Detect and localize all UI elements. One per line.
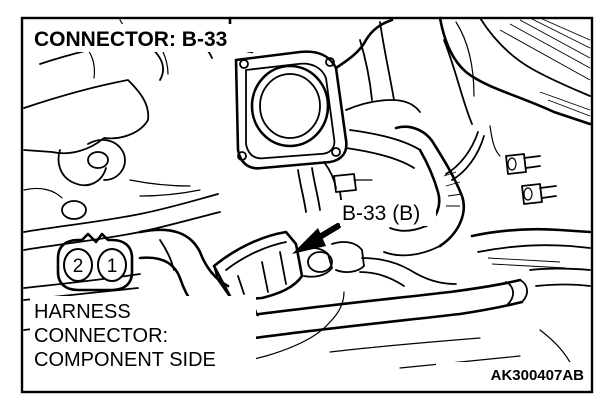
connector-title: CONNECTOR: B-33 — [34, 28, 227, 51]
harness-connector-face: 2 1 — [56, 232, 134, 292]
connector-pin-1-label: 1 — [107, 256, 118, 277]
harness-label-background — [30, 296, 256, 372]
pointer-arrow — [292, 223, 341, 254]
callout-background — [340, 200, 436, 226]
engine-artwork — [23, 16, 592, 369]
connector-pin-1 — [97, 248, 127, 282]
harness-label-line-2: CONNECTOR: — [34, 325, 168, 347]
callout-label: B-33 (B) — [342, 202, 420, 225]
harness-label-line-3: COMPONENT SIDE — [34, 349, 216, 371]
figure-code: AK300407AB — [491, 367, 585, 384]
figure-code-background — [436, 362, 588, 386]
harness-label-line-1: HARNESS — [34, 301, 131, 323]
connector-pin-2-label: 2 — [73, 256, 84, 277]
connector-pin-2 — [63, 248, 93, 282]
title-background — [30, 24, 268, 52]
